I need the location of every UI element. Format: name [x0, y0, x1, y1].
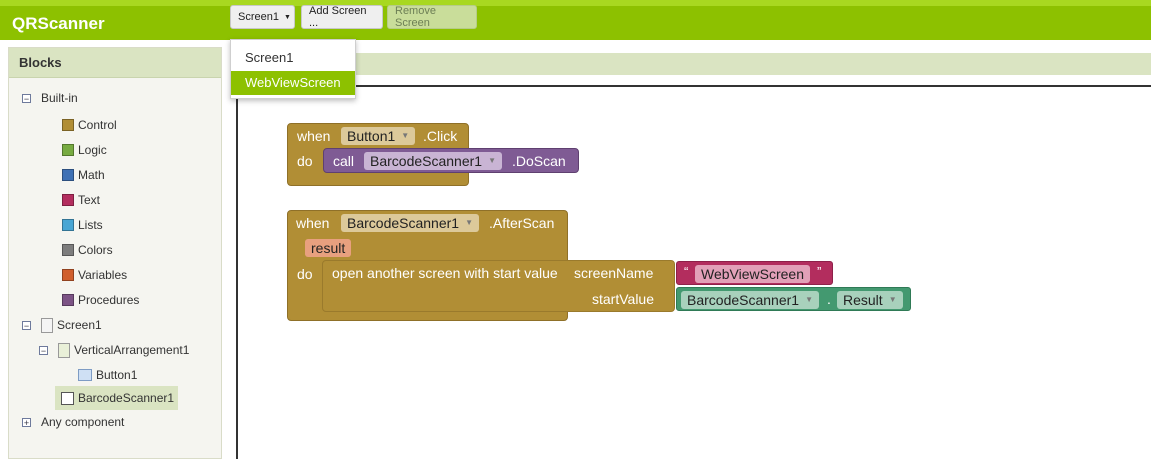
method-name: .DoScan	[512, 153, 566, 169]
workspace-header-strip	[232, 53, 1151, 75]
blocks-panel-title: Blocks	[9, 48, 221, 78]
tree-item-barcodescanner1[interactable]: BarcodeScanner1	[55, 386, 178, 410]
property-name: Result	[843, 292, 883, 308]
property-dropdown[interactable]: Result ▼	[837, 291, 903, 309]
control-color-swatch	[62, 119, 74, 131]
call-label: call	[333, 153, 355, 169]
variables-color-swatch	[62, 269, 74, 281]
add-screen-button[interactable]: Add Screen ...	[301, 5, 383, 29]
start-value-socket-label: startValue	[592, 291, 654, 307]
text-value-field[interactable]: WebViewScreen	[695, 265, 810, 283]
component-name: BarcodeScanner1	[347, 215, 460, 231]
tree-item-verticalarrangement1[interactable]: − VerticalArrangement1	[39, 340, 189, 360]
dropdown-caret-icon: ▼	[465, 218, 473, 227]
screen-icon	[41, 317, 53, 333]
collapse-icon[interactable]: −	[39, 345, 48, 356]
component-dropdown[interactable]: Button1 ▼	[341, 127, 416, 145]
dropdown-caret-icon: ▼	[805, 295, 813, 304]
do-label: do	[297, 153, 313, 169]
component-dropdown[interactable]: BarcodeScanner1 ▼	[341, 214, 479, 232]
drawer-text[interactable]: Text	[62, 190, 100, 210]
tree-label: Any component	[41, 415, 125, 429]
event-name: .Click	[423, 128, 458, 144]
do-label: do	[297, 266, 313, 282]
drawer-label: Lists	[78, 218, 103, 232]
tree-item-any-component[interactable]: + Any component	[22, 412, 124, 432]
drawer-colors[interactable]: Colors	[62, 240, 113, 260]
dropdown-caret-icon: ▼	[401, 131, 410, 140]
when-label: when	[296, 215, 330, 231]
drawer-lists[interactable]: Lists	[62, 215, 103, 235]
screen-select-button[interactable]: Screen1 ▼	[230, 5, 295, 29]
drawer-math[interactable]: Math	[62, 165, 105, 185]
tree-item-screen1[interactable]: − Screen1	[22, 315, 102, 335]
property-getter-block[interactable]: BarcodeScanner1 ▼ . Result ▼	[676, 287, 911, 311]
event-name: .AfterScan	[489, 215, 555, 231]
action-label: open another screen with start value	[332, 265, 558, 281]
collapse-icon[interactable]: −	[22, 93, 31, 104]
component-dropdown[interactable]: BarcodeScanner1 ▼	[364, 152, 502, 170]
math-color-swatch	[62, 169, 74, 181]
component-name: BarcodeScanner1	[687, 292, 800, 308]
top-bar: QRScanner	[0, 0, 1151, 40]
tree-label: VerticalArrangement1	[74, 343, 190, 357]
tree-label: BarcodeScanner1	[78, 391, 175, 405]
drawer-label: Procedures	[78, 293, 140, 307]
drawer-logic[interactable]: Logic	[62, 140, 107, 160]
tree-label: Button1	[96, 368, 138, 382]
dropdown-caret-icon: ▼	[488, 156, 496, 165]
barcode-scanner-icon	[61, 391, 74, 405]
vertical-arrangement-icon	[58, 342, 70, 358]
menu-item-screen1[interactable]: Screen1	[245, 50, 294, 65]
tree-label: Screen1	[57, 318, 102, 332]
logic-color-swatch	[62, 144, 74, 156]
button-icon	[78, 369, 92, 381]
drawer-label: Text	[78, 193, 101, 207]
screen-name-socket-label: screenName	[574, 265, 654, 281]
remove-screen-button[interactable]: Remove Screen	[387, 5, 477, 29]
tree-item-built-in[interactable]: − Built-in	[22, 88, 78, 108]
text-color-swatch	[62, 194, 74, 206]
dropdown-caret-icon: ▼	[283, 13, 291, 21]
component-name: BarcodeScanner1	[370, 153, 483, 169]
when-label: when	[297, 128, 331, 144]
drawer-label: Logic	[78, 143, 107, 157]
colors-color-swatch	[62, 244, 74, 256]
drawer-procedures[interactable]: Procedures	[62, 290, 139, 310]
dropdown-caret-icon: ▼	[888, 295, 897, 304]
drawer-label: Control	[78, 118, 117, 132]
drawer-variables[interactable]: Variables	[62, 265, 127, 285]
expand-icon[interactable]: +	[22, 417, 31, 428]
drawer-label: Variables	[78, 268, 128, 282]
component-name: Button1	[347, 128, 396, 144]
text-string-block[interactable]: “ WebViewScreen ”	[676, 261, 833, 285]
procedures-color-swatch	[62, 294, 74, 306]
call-block-doscan[interactable]: call BarcodeScanner1 ▼ .DoScan	[323, 148, 579, 173]
screen-select-label: Screen1	[238, 11, 279, 23]
drawer-label: Math	[78, 168, 105, 182]
collapse-icon[interactable]: −	[22, 320, 31, 331]
drawer-control[interactable]: Control	[62, 115, 117, 135]
tree-label: Built-in	[41, 91, 78, 105]
blocks-panel: Blocks − Built-in Control Logic Math Tex…	[8, 47, 222, 459]
menu-item-webviewscreen[interactable]: WebViewScreen	[231, 71, 355, 95]
close-quote-icon: ”	[817, 264, 822, 279]
component-dropdown[interactable]: BarcodeScanner1 ▼	[681, 291, 819, 309]
screen-dropdown-menu: Screen1 WebViewScreen	[230, 39, 356, 99]
open-quote-icon: “	[684, 264, 689, 279]
dot-separator: .	[827, 291, 831, 307]
app-title: QRScanner	[12, 14, 105, 33]
result-parameter[interactable]: result	[305, 239, 352, 257]
open-another-screen-block[interactable]: open another screen with start value scr…	[322, 260, 675, 312]
lists-color-swatch	[62, 219, 74, 231]
drawer-label: Colors	[78, 243, 113, 257]
tree-item-button1[interactable]: Button1	[78, 365, 137, 385]
